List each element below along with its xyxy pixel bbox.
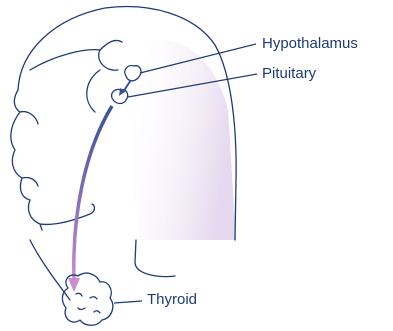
hypothalamus-label: Hypothalamus (262, 35, 358, 52)
neck-back-outline (135, 240, 175, 277)
pituitary-label: Pituitary (262, 65, 317, 82)
head-shading (130, 39, 236, 240)
thyroid-label: Thyroid (147, 291, 197, 308)
face-profile-outline (11, 90, 42, 230)
brow-outline (30, 40, 122, 70)
chin-outline (40, 204, 94, 224)
brain-fold-outline (99, 50, 118, 70)
pituitary-to-thyroid-arrow (74, 106, 112, 280)
cheek-outline (20, 112, 38, 124)
ear-outline (87, 70, 100, 112)
pituitary-to-thyroid-arrowhead (68, 278, 80, 292)
mouth-outline (22, 177, 38, 186)
thyroid-leader-line (114, 301, 142, 303)
thyroid-texture (76, 293, 100, 313)
